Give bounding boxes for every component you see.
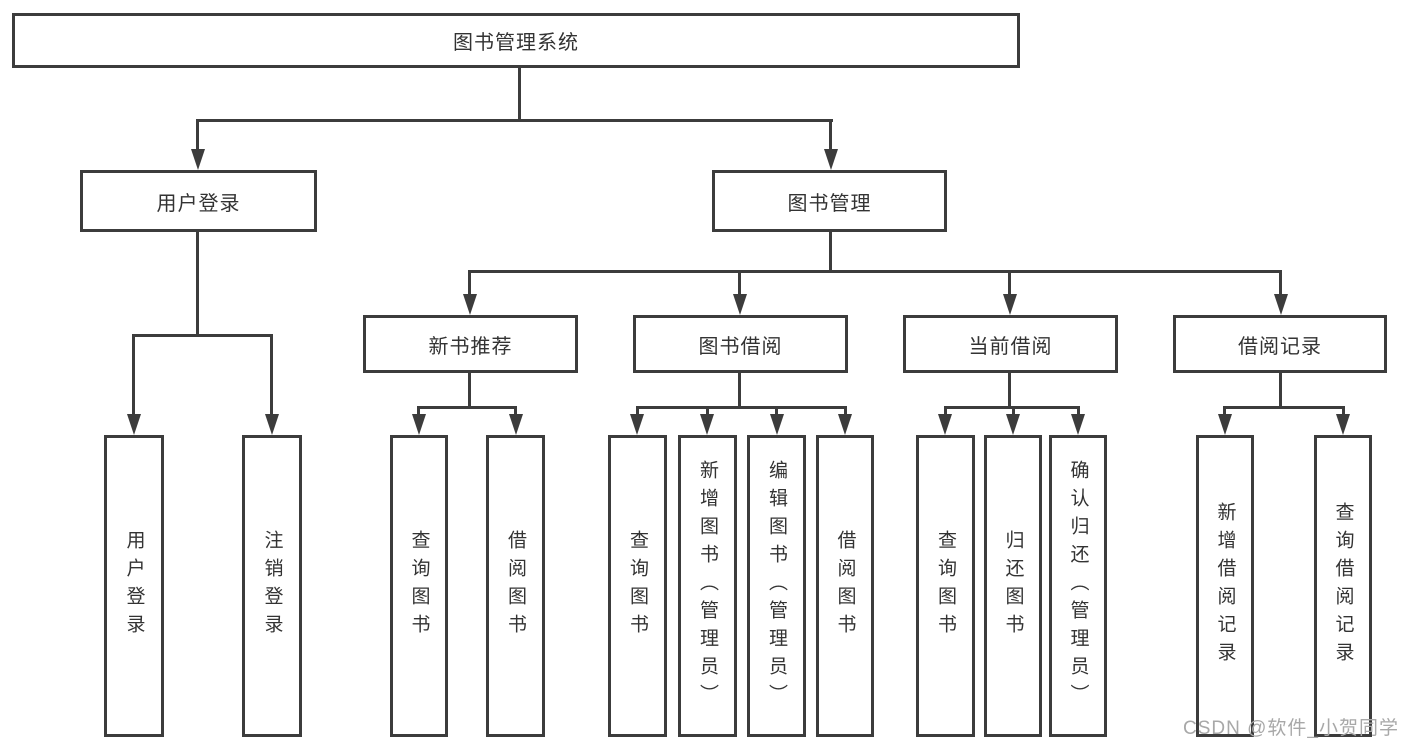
connector-stub: [706, 406, 709, 416]
connector-stub: [636, 406, 639, 416]
connector-user-login-stem: [196, 232, 199, 336]
arrow-down-icon: [824, 149, 838, 170]
connector-to-current-borrow: [1008, 270, 1011, 296]
node-leaf-logout: 注销登录: [242, 435, 302, 737]
node-leaf-br-add-record: 新增借阅记录: [1196, 435, 1254, 737]
connector-to-borrow-records: [1279, 270, 1282, 296]
node-root: 图书管理系统: [12, 13, 1020, 68]
connector-stub: [417, 406, 420, 416]
arrow-down-icon: [733, 294, 747, 315]
connector-stub: [944, 406, 947, 416]
node-leaf-nb-borrow-book: 借阅图书: [486, 435, 545, 737]
connector-stub: [1012, 406, 1015, 416]
connector-stub: [1223, 406, 1226, 416]
node-leaf-cb-confirm-return: 确认归还（管理员）: [1049, 435, 1107, 737]
node-current-borrow: 当前借阅: [903, 315, 1118, 373]
connector-stub: [1077, 406, 1080, 416]
arrow-down-icon: [412, 414, 426, 435]
connector-user-login-horizontal: [132, 334, 273, 337]
node-leaf-bb-borrow-book: 借阅图书: [816, 435, 874, 737]
arrow-down-icon: [509, 414, 523, 435]
node-borrow-records: 借阅记录: [1173, 315, 1387, 373]
arrow-down-icon: [265, 414, 279, 435]
arrow-down-icon: [463, 294, 477, 315]
arrow-down-icon: [1006, 414, 1020, 435]
node-book-borrow: 图书借阅: [633, 315, 848, 373]
connector-stub: [514, 406, 517, 416]
arrow-down-icon: [1218, 414, 1232, 435]
connector-to-user-login: [196, 119, 199, 151]
arrow-down-icon: [1071, 414, 1085, 435]
connector-level2-horizontal: [196, 119, 833, 122]
arrow-down-icon: [700, 414, 714, 435]
connector-borrow-records-stem: [1279, 373, 1282, 409]
connector-book-borrow-stem: [738, 373, 741, 409]
arrow-down-icon: [630, 414, 644, 435]
connector-level3-horizontal: [468, 270, 1282, 273]
node-leaf-cb-query-book: 查询图书: [916, 435, 975, 737]
node-book-mgmt: 图书管理: [712, 170, 947, 232]
node-leaf-user-login: 用户登录: [104, 435, 164, 737]
arrow-down-icon: [1336, 414, 1350, 435]
node-leaf-nb-query-book: 查询图书: [390, 435, 448, 737]
arrow-down-icon: [838, 414, 852, 435]
arrow-down-icon: [191, 149, 205, 170]
node-leaf-bb-edit-book: 编辑图书（管理员）: [747, 435, 806, 737]
connector-borrow-records-horizontal: [1223, 406, 1345, 409]
connector-to-leaf-user-login: [132, 334, 135, 415]
connector-to-leaf-logout: [270, 334, 273, 415]
connector-new-book-rec-horizontal: [417, 406, 517, 409]
connector-book-mgmt-stem: [829, 232, 832, 273]
node-leaf-bb-query-book: 查询图书: [608, 435, 667, 737]
arrow-down-icon: [938, 414, 952, 435]
node-leaf-cb-return-book: 归还图书: [984, 435, 1042, 737]
csdn-watermark: CSDN @软件_小贺同学: [1183, 718, 1399, 739]
connector-book-borrow-horizontal: [636, 406, 847, 409]
node-user-login: 用户登录: [80, 170, 317, 232]
connector-stub: [1342, 406, 1345, 416]
node-new-book-rec: 新书推荐: [363, 315, 578, 373]
arrow-down-icon: [1274, 294, 1288, 315]
node-leaf-bb-add-book: 新增图书（管理员）: [678, 435, 737, 737]
arrow-down-icon: [1003, 294, 1017, 315]
connector-to-book-mgmt: [829, 119, 832, 151]
connector-new-book-rec-stem: [468, 373, 471, 409]
connector-stub: [775, 406, 778, 416]
connector-current-borrow-stem: [1008, 373, 1011, 409]
connector-to-new-book-rec: [468, 270, 471, 296]
arrow-down-icon: [770, 414, 784, 435]
connector-root-stem: [518, 68, 521, 121]
connector-stub: [844, 406, 847, 416]
node-leaf-br-query-record: 查询借阅记录: [1314, 435, 1372, 737]
arrow-down-icon: [127, 414, 141, 435]
connector-to-book-borrow: [738, 270, 741, 296]
